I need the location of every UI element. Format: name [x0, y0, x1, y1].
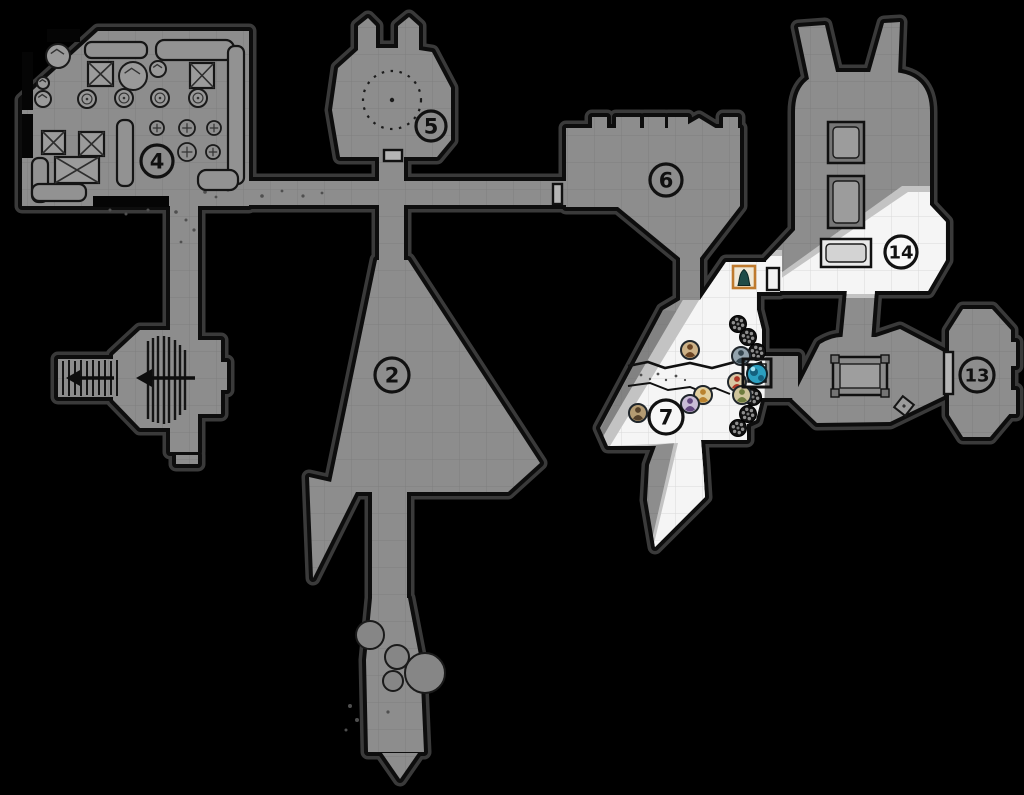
lit-area-cave [610, 256, 782, 547]
terrain-details [62, 188, 763, 732]
hooded-figure-token[interactable] [731, 264, 757, 290]
door-icon[interactable] [942, 350, 955, 396]
tokens-layer [628, 264, 773, 437]
room-number-text: 14 [888, 242, 913, 263]
keg-icon [149, 120, 165, 136]
ritual-circle-icon [361, 69, 423, 131]
door-icon[interactable] [551, 182, 564, 206]
rubble-rocks [344, 620, 446, 732]
room-number-text: 4 [150, 150, 165, 174]
floor-crack-upper [627, 360, 763, 370]
boulder-icon [149, 60, 167, 78]
door-icon[interactable] [765, 266, 781, 292]
barrel-icon [188, 88, 208, 108]
log-icon [154, 38, 236, 62]
room-number-text: 7 [659, 406, 674, 430]
barrel-icon [77, 89, 97, 109]
gray-scout-token[interactable] [731, 346, 751, 366]
wall-niches-layer [22, 29, 169, 207]
barrel-icon [114, 88, 134, 108]
log-icon [226, 44, 246, 186]
room-number-text: 6 [659, 169, 674, 193]
log-icon [30, 182, 88, 203]
barrel-icon [150, 88, 170, 108]
door-icon[interactable] [382, 148, 404, 163]
room-label-6: 6 [648, 162, 684, 198]
room-label-2: 2 [373, 356, 411, 394]
boulder-icon [45, 43, 71, 69]
bed-icon [826, 174, 866, 230]
keg-icon [177, 142, 197, 162]
bed-icon [819, 237, 873, 269]
pog-token[interactable] [739, 405, 757, 423]
room-number-text: 2 [385, 364, 400, 388]
pog-token[interactable] [729, 315, 747, 333]
room-label-5: 5 [414, 109, 448, 143]
wall-niche [47, 29, 80, 42]
room-number-text: 5 [424, 115, 439, 139]
room-label-4: 4 [139, 143, 175, 179]
brown-dwarf-token[interactable] [680, 340, 700, 360]
pog-token[interactable] [729, 419, 747, 437]
wall-niche [22, 114, 33, 158]
log-icon [115, 118, 135, 188]
crate-tilted-icon [892, 394, 916, 418]
crate-icon [77, 130, 106, 158]
crate-icon [188, 61, 216, 90]
crate-icon [86, 60, 115, 88]
green-ranger-token[interactable] [732, 385, 752, 405]
log-icon [196, 168, 240, 192]
crate-icon [53, 155, 101, 185]
room-label-13: 13 [958, 356, 996, 394]
keg-icon [206, 120, 222, 136]
tan-rogue-token[interactable] [628, 403, 648, 423]
bed-icon [826, 120, 866, 165]
wall-niche [93, 196, 169, 207]
room-labels-layer: 2 4 5 6 7 13 14 [139, 109, 996, 436]
crate-icon [40, 129, 67, 156]
floor-crack-lower [627, 381, 731, 395]
room-number-text: 13 [964, 365, 989, 386]
boulder-icon [118, 61, 148, 91]
stairs-octagon [136, 336, 195, 424]
log-icon [83, 40, 149, 60]
keg-icon [205, 144, 221, 160]
crack-debris [639, 372, 687, 382]
stairs-corridor [62, 360, 118, 396]
pog-token[interactable] [739, 328, 757, 346]
furniture-layer [30, 38, 916, 418]
sphere-token-selected[interactable] [741, 357, 773, 389]
boulder-icon [34, 90, 52, 108]
room-label-7: 7 [647, 398, 685, 436]
selection-frame [741, 357, 773, 389]
wall-niche [22, 52, 33, 110]
boulder-icon [36, 76, 50, 90]
keg-icon [178, 119, 196, 137]
table-icon [830, 354, 890, 398]
room-label-14: 14 [883, 234, 919, 270]
purple-mage-token[interactable] [680, 394, 700, 414]
doors-layer [382, 148, 955, 396]
